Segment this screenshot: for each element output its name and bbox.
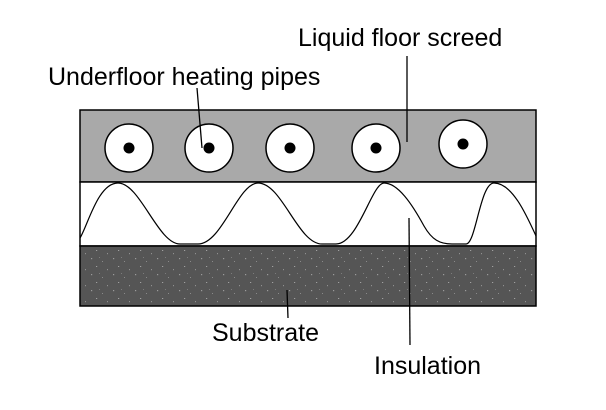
insulation-leader-line [408, 217, 411, 346]
heating-pipe [438, 119, 488, 169]
pipes-leader-line [196, 87, 203, 149]
heating-pipes [104, 119, 488, 173]
label-underfloor-heating-pipes: Underfloor heating pipes [48, 63, 320, 91]
label-insulation: Insulation [374, 352, 481, 380]
heating-pipe [104, 123, 154, 173]
heating-pipe [265, 123, 315, 173]
substrate-leader-line [286, 289, 289, 319]
label-substrate: Substrate [212, 319, 319, 347]
heating-pipe [351, 123, 401, 173]
label-liquid-floor-screed: Liquid floor screed [298, 24, 502, 52]
insulation-wave [79, 182, 537, 245]
substrate-texture [81, 247, 535, 305]
insulation-layer [79, 181, 537, 247]
heating-pipe [184, 123, 234, 173]
